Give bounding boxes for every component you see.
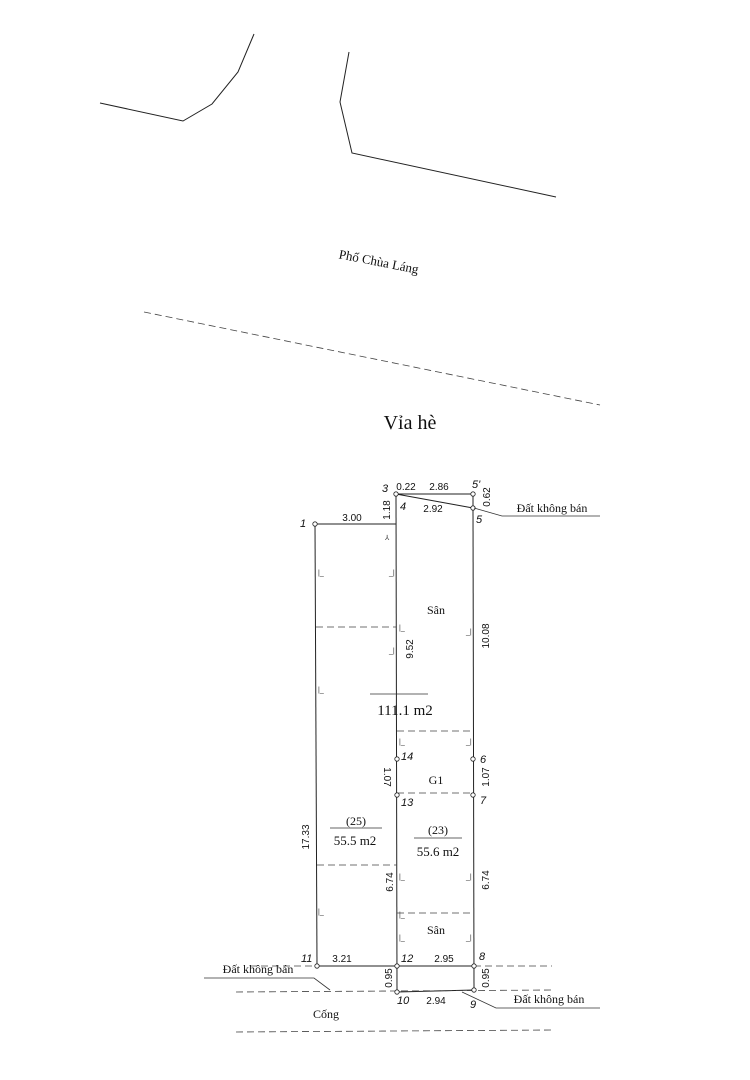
dim-0-22: 0.22 [396, 482, 416, 493]
drain-bottom-line [235, 1029, 553, 1033]
point-label-13: 13 [401, 797, 414, 809]
street-label: Phố Chùa Láng [338, 247, 421, 277]
street-edges [99, 33, 601, 406]
dim-3-21: 3.21 [332, 954, 352, 965]
not-for-sale-bottom-right-label: Đất không bán [514, 992, 585, 1006]
street-edge-left [99, 33, 255, 122]
not-for-sale-bottom-left-label: Đất không bán [223, 962, 294, 976]
point-label-9: 9 [470, 999, 476, 1011]
vertex-1 [312, 521, 318, 527]
tick-mark: |_ [318, 687, 324, 694]
lot-left-area: 55.5 m2 [334, 833, 377, 848]
tick-mark: _| [465, 629, 472, 636]
boundary-3-5 [395, 493, 474, 509]
yard-top-label: Sân [427, 603, 445, 617]
dim-1-07-left: 1.07 [381, 767, 392, 787]
vertex-3 [393, 491, 399, 497]
vertex-11 [314, 963, 320, 969]
tick-mark: _| [388, 648, 395, 655]
vertex-6 [470, 756, 476, 762]
vertex-7 [470, 792, 476, 798]
point-label-1: 1 [300, 518, 306, 530]
not-for-sale-top-label: Đất không bán [517, 501, 588, 515]
point-labels: 1 3 4 5' 5 6 7 8 9 10 11 12 13 14 [300, 479, 487, 1011]
dim-6-74-right: 6.74 [481, 870, 492, 890]
dim-1-18: 1.18 [382, 500, 393, 520]
tick-mark: |_ [399, 739, 405, 746]
point-label-14: 14 [401, 751, 413, 763]
point-label-12: 12 [401, 953, 413, 965]
boundary-5-9 [472, 507, 475, 991]
zone-labels: Sân Sân G1 111.1 m2 (25) 55.5 m2 (23) 55… [313, 603, 459, 1021]
dim-2-94: 2.94 [426, 996, 446, 1007]
vertex-12 [394, 963, 400, 969]
vertex-5p [470, 491, 476, 497]
point-label-5: 5 [476, 514, 483, 526]
lot-left-number: (25) [346, 814, 366, 828]
boundary-1-11 [314, 523, 318, 967]
dim-3-00: 3.00 [342, 513, 362, 524]
vertex-14 [394, 756, 400, 762]
tick-mark: |_ [399, 874, 405, 881]
point-label-5p: 5' [472, 479, 481, 491]
vertices [312, 491, 477, 995]
vertex-10 [394, 989, 400, 995]
boundary-3-10 [395, 493, 398, 993]
dim-2-95: 2.95 [434, 954, 454, 965]
lot-right-area: 55.6 m2 [417, 844, 460, 859]
street-centerline [143, 311, 601, 406]
dim-0-95-right: 0.95 [481, 968, 492, 988]
tick-mark: |_ [399, 625, 405, 632]
not-for-sale-callouts: Đất không bán Đất không bán Đất không bá… [204, 501, 600, 1009]
point-label-11: 11 [301, 953, 312, 965]
tick-mark: |_ [318, 909, 324, 916]
tick-mark: |_ [399, 935, 405, 942]
tick-mark: |_ [318, 570, 324, 577]
tick-mark: _| [465, 739, 472, 746]
vertex-13 [394, 792, 400, 798]
dim-9-52: 9.52 [405, 639, 416, 659]
g1-label: G1 [429, 773, 444, 787]
sidewalk-label: Vỉa hè [384, 412, 437, 434]
dim-0-95-left: 0.95 [384, 968, 395, 988]
drain-top-line [235, 989, 553, 993]
tick-marks: |_ |_ |_ _| _| |_ |_ |_ |_ |_ _| _| _| _… [318, 534, 472, 942]
dim-0-62: 0.62 [482, 487, 493, 507]
drain-label: Cống [313, 1007, 339, 1021]
tick-mark: _| [388, 570, 395, 577]
tick-mark: ⅄ [384, 534, 390, 542]
dim-10-08: 10.08 [481, 623, 492, 648]
dim-2-86: 2.86 [429, 482, 449, 493]
dimension-labels: 0.22 2.86 2.92 3.00 3.21 2.95 2.94 0.62 … [301, 482, 493, 1007]
lot-boundaries [314, 493, 475, 993]
dim-6-74-left: 6.74 [385, 872, 396, 892]
tick-mark: _| [465, 935, 472, 942]
dim-1-07-right: 1.07 [481, 767, 492, 787]
yard-bottom-label: Sân [427, 923, 445, 937]
point-label-6: 6 [480, 754, 487, 766]
vertex-9 [471, 987, 477, 993]
leader-bottom-left [204, 977, 331, 991]
leader-bottom-right [461, 991, 600, 1009]
point-label-8: 8 [479, 951, 486, 963]
leader-top [473, 507, 600, 517]
point-label-10: 10 [397, 995, 410, 1007]
total-area-label: 111.1 m2 [377, 703, 433, 719]
street-edge-right [339, 51, 557, 198]
point-label-3: 3 [382, 483, 389, 495]
vertex-8 [471, 963, 477, 969]
lot-right-number: (23) [428, 823, 448, 837]
dim-17-33: 17.33 [301, 824, 312, 849]
point-label-4: 4 [400, 501, 406, 513]
tick-mark: |_ [399, 912, 405, 919]
dim-2-92: 2.92 [423, 504, 443, 515]
internal-dashed-lines [235, 626, 553, 1033]
tick-mark: _| [465, 874, 472, 881]
point-label-7: 7 [480, 795, 487, 807]
